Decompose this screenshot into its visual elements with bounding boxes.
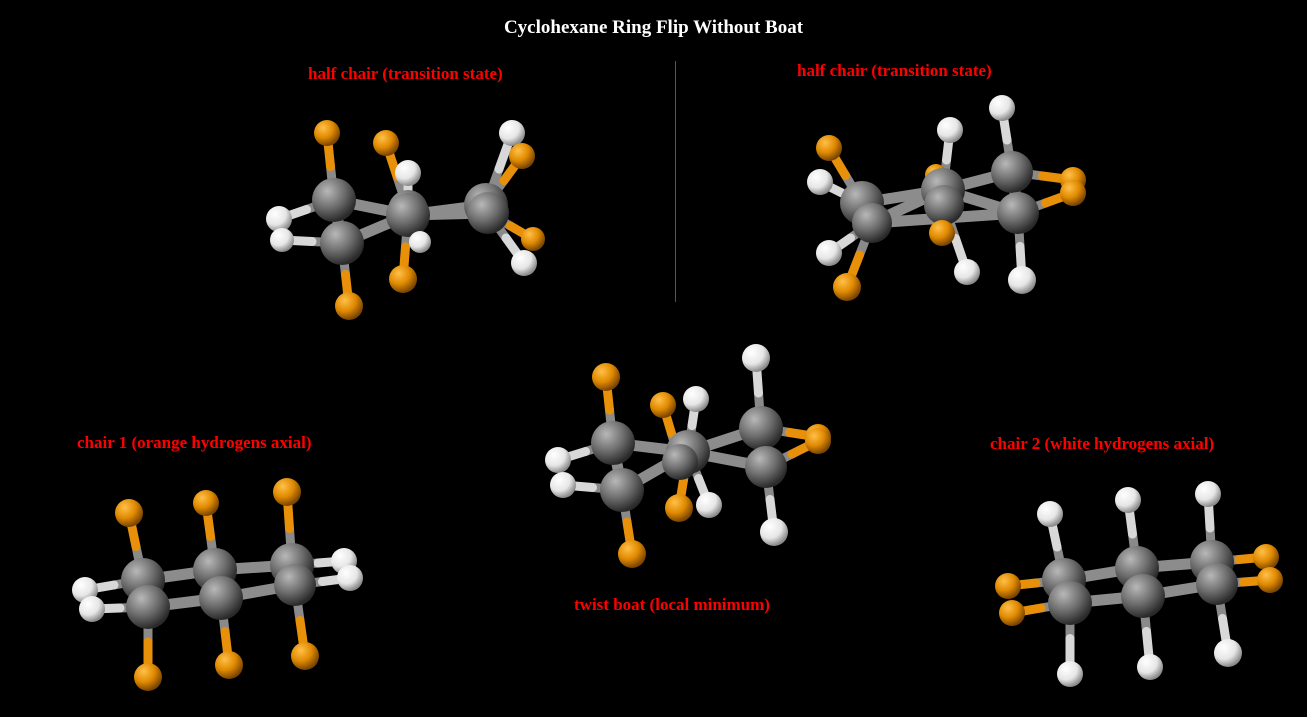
hydrogen-orange-atom: [1257, 567, 1283, 593]
hydrogen-orange-atom: [665, 494, 693, 522]
hydrogen-white-atom: [266, 206, 292, 232]
hydrogen-white-atom: [696, 492, 722, 518]
hydrogen-white-atom: [395, 160, 421, 186]
hydrogen-white-atom: [550, 472, 576, 498]
carbon-atom: [1196, 563, 1238, 605]
molecule-chair-1: [72, 478, 363, 691]
carbon-atom: [739, 406, 783, 450]
hydrogen-white-atom: [1115, 487, 1141, 513]
hydrogen-white-atom: [337, 565, 363, 591]
carbon-atom: [852, 203, 892, 243]
carbon-atom: [991, 151, 1033, 193]
carbon-atom: [320, 221, 364, 265]
hydrogen-orange-atom: [833, 273, 861, 301]
molecule-half-chair-right: [807, 95, 1086, 301]
carbon-atom: [467, 192, 509, 234]
hydrogen-white-atom: [1195, 481, 1221, 507]
hydrogen-white-atom: [511, 250, 537, 276]
label-chair-2: chair 2 (white hydrogens axial): [990, 434, 1215, 453]
molecule-twist-boat: [545, 344, 831, 568]
hydrogen-white-atom: [954, 259, 980, 285]
carbon-atom: [1048, 581, 1092, 625]
carbon-atom: [199, 576, 243, 620]
hydrogen-orange-atom: [215, 651, 243, 679]
carbon-atom: [386, 193, 430, 237]
carbon-atom: [997, 192, 1039, 234]
label-twist-boat: twist boat (local minimum): [574, 595, 770, 614]
hydrogen-orange-atom: [1060, 180, 1086, 206]
hydrogen-white-atom: [1008, 266, 1036, 294]
carbon-atom: [591, 421, 635, 465]
hydrogen-white-atom: [937, 117, 963, 143]
hydrogen-orange-atom: [291, 642, 319, 670]
hydrogen-white-atom: [409, 231, 431, 253]
hydrogen-white-atom: [683, 386, 709, 412]
hydrogen-orange-atom: [115, 499, 143, 527]
label-half-chair-right: half chair (transition state): [797, 61, 992, 80]
hydrogen-orange-atom: [1253, 544, 1279, 570]
hydrogen-orange-atom: [134, 663, 162, 691]
hydrogen-orange-atom: [509, 143, 535, 169]
hydrogen-orange-atom: [314, 120, 340, 146]
hydrogen-white-atom: [499, 120, 525, 146]
carbon-atom: [1121, 574, 1165, 618]
label-chair-1: chair 1 (orange hydrogens axial): [77, 433, 312, 452]
hydrogen-white-atom: [1137, 654, 1163, 680]
divider-line: [675, 61, 676, 302]
carbon-atom: [924, 185, 964, 225]
hydrogen-white-atom: [742, 344, 770, 372]
diagram-title: Cyclohexane Ring Flip Without Boat: [503, 17, 804, 38]
molecule-half-chair-left: [266, 120, 545, 320]
carbon-atom: [126, 585, 170, 629]
carbon-atom: [312, 178, 356, 222]
hydrogen-orange-atom: [273, 478, 301, 506]
hydrogen-white-atom: [79, 596, 105, 622]
hydrogen-white-atom: [1037, 501, 1063, 527]
carbon-atom: [662, 444, 698, 480]
label-half-chair-left: half chair (transition state): [308, 64, 503, 83]
hydrogen-white-atom: [760, 518, 788, 546]
hydrogen-orange-atom: [389, 265, 417, 293]
hydrogen-white-atom: [807, 169, 833, 195]
hydrogen-orange-atom: [929, 220, 955, 246]
hydrogen-orange-atom: [373, 130, 399, 156]
hydrogen-orange-atom: [335, 292, 363, 320]
hydrogen-white-atom: [1214, 639, 1242, 667]
hydrogen-white-atom: [545, 447, 571, 473]
hydrogen-white-atom: [1057, 661, 1083, 687]
hydrogen-orange-atom: [805, 428, 831, 454]
carbon-atom: [600, 468, 644, 512]
hydrogen-white-atom: [270, 228, 294, 252]
hydrogen-orange-atom: [193, 490, 219, 516]
carbon-atom: [274, 564, 316, 606]
hydrogen-orange-atom: [650, 392, 676, 418]
hydrogen-white-atom: [816, 240, 842, 266]
hydrogen-orange-atom: [995, 573, 1021, 599]
hydrogen-orange-atom: [999, 600, 1025, 626]
hydrogen-orange-atom: [618, 540, 646, 568]
molecule-chair-2: [995, 481, 1283, 687]
carbon-atom: [745, 446, 787, 488]
hydrogen-orange-atom: [521, 227, 545, 251]
hydrogen-orange-atom: [816, 135, 842, 161]
hydrogen-orange-atom: [592, 363, 620, 391]
hydrogen-white-atom: [989, 95, 1015, 121]
